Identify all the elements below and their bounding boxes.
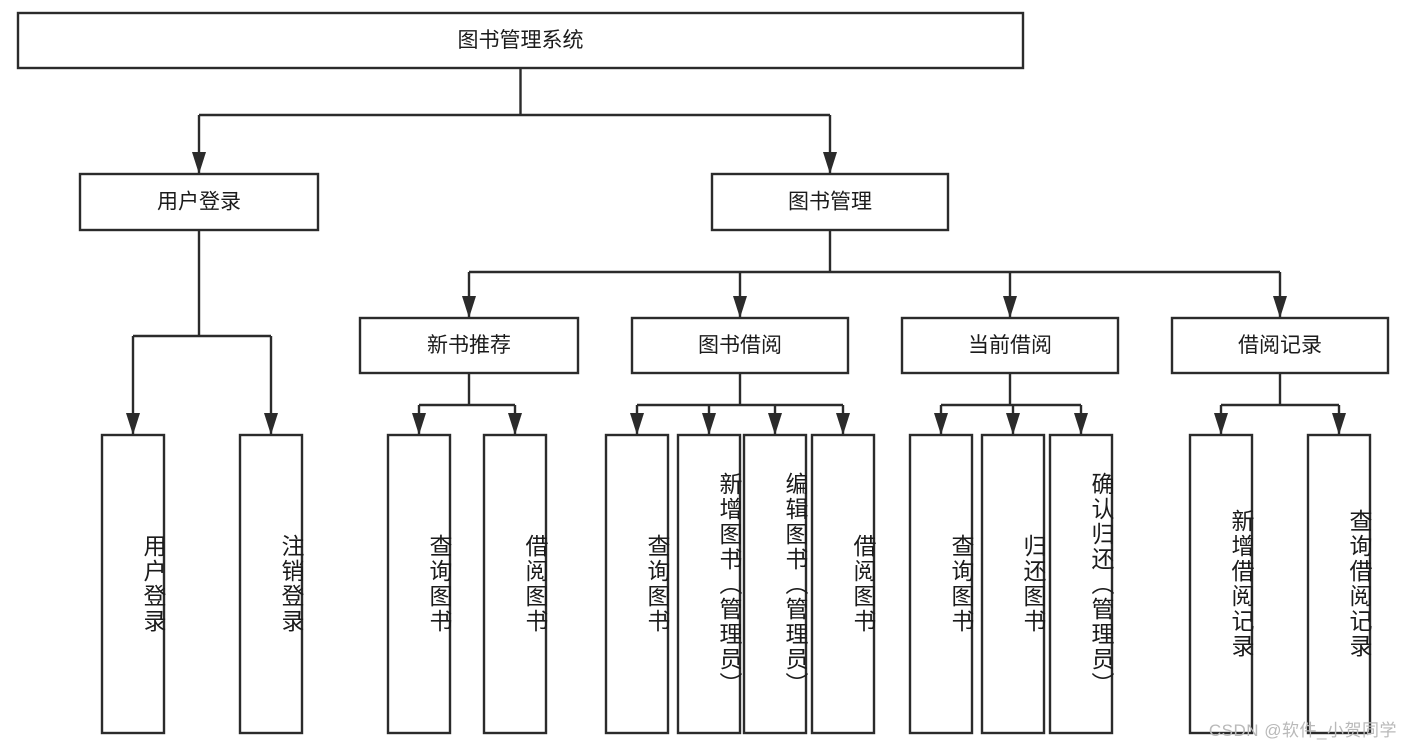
arrow-head-icon-book-manage <box>823 152 837 174</box>
node-box-leaf-query-record[interactable] <box>1306 433 1372 735</box>
node-box-root[interactable] <box>16 11 1025 70</box>
arrow-head-icon-borrow-record <box>1273 296 1287 318</box>
node-box-leaf-borrow-book-1[interactable] <box>482 433 548 735</box>
node-label-current-borrow: 当前借阅 <box>968 334 1052 357</box>
node-box-new-book-rec[interactable] <box>358 316 580 375</box>
arrow-head-icon-book-borrow <box>733 296 747 318</box>
node-label-borrow-record: 借阅记录 <box>1238 334 1322 357</box>
arrow-head-icon-leaf-confirm-return <box>1074 413 1088 435</box>
arrow-head-icon-current-borrow <box>1003 296 1017 318</box>
connector-layer <box>126 68 1346 435</box>
node-label-book-manage: 图书管理 <box>788 191 872 214</box>
arrow-head-icon-leaf-user-login <box>126 413 140 435</box>
node-box-leaf-edit-book[interactable] <box>742 433 808 735</box>
arrow-head-icon-leaf-borrow-book-2 <box>836 413 850 435</box>
arrow-head-icon-leaf-query-book-3 <box>934 413 948 435</box>
node-box-book-borrow[interactable] <box>630 316 850 375</box>
arrow-head-icon-leaf-borrow-book-1 <box>508 413 522 435</box>
node-label-root: 图书管理系统 <box>458 29 584 52</box>
node-box-leaf-add-record[interactable] <box>1188 433 1254 735</box>
arrow-head-icon-leaf-add-record <box>1214 413 1228 435</box>
arrow-head-icon-new-book-rec <box>462 296 476 318</box>
arrow-head-icon-leaf-edit-book <box>768 413 782 435</box>
node-box-leaf-query-book-3[interactable] <box>908 433 974 735</box>
node-box-leaf-return-book[interactable] <box>980 433 1046 735</box>
node-label-new-book-rec: 新书推荐 <box>427 334 511 357</box>
node-box-leaf-confirm-return[interactable] <box>1048 433 1114 735</box>
node-box-current-borrow[interactable] <box>900 316 1120 375</box>
node-box-layer <box>16 11 1390 735</box>
arrow-head-icon-leaf-return-book <box>1006 413 1020 435</box>
node-box-user-login[interactable] <box>78 172 320 232</box>
arrow-head-icon-leaf-logout <box>264 413 278 435</box>
node-box-leaf-logout[interactable] <box>238 433 304 735</box>
arrow-head-icon-leaf-query-book-1 <box>412 413 426 435</box>
arrow-head-icon-user-login <box>192 152 206 174</box>
node-box-borrow-record[interactable] <box>1170 316 1390 375</box>
node-box-book-manage[interactable] <box>710 172 950 232</box>
csdn-watermark: CSDN @软件_小贺同学 <box>1208 721 1397 740</box>
node-label-user-login: 用户登录 <box>157 191 241 214</box>
node-box-leaf-query-book-2[interactable] <box>604 433 670 735</box>
node-box-leaf-add-book[interactable] <box>676 433 742 735</box>
node-box-leaf-borrow-book-2[interactable] <box>810 433 876 735</box>
node-box-leaf-query-book-1[interactable] <box>386 433 452 735</box>
arrow-head-icon-leaf-query-book-2 <box>630 413 644 435</box>
node-label-book-borrow: 图书借阅 <box>698 334 782 357</box>
arrow-head-icon-leaf-query-record <box>1332 413 1346 435</box>
arrow-head-icon-leaf-add-book <box>702 413 716 435</box>
node-box-leaf-user-login[interactable] <box>100 433 166 735</box>
